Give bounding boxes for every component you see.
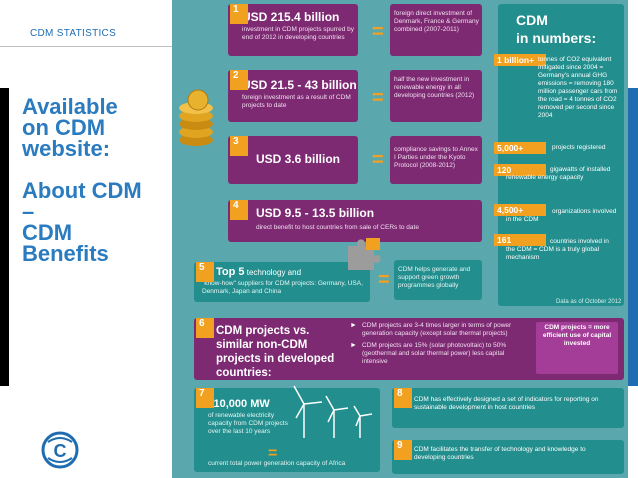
left-accent-bar — [0, 88, 9, 386]
panel-3-headline: USD 3.6 billion — [256, 152, 341, 166]
stat-panel-6: CDM projects vs. similar non-CDM project… — [194, 318, 624, 380]
panel-6-bullet-2: CDM projects are 15% (solar photovoltaic… — [362, 342, 507, 365]
stat-panel-3: USD 3.6 billion — [228, 136, 358, 184]
bullet-arrow-icon: ► — [350, 342, 357, 349]
right-accent-bar — [628, 88, 638, 386]
panel-1-sub: investment in CDM projects spurred by en… — [242, 26, 354, 41]
panel-9-number: 9 — [394, 440, 412, 460]
panel-2-right: half the new investment in renewable ene… — [394, 76, 475, 99]
stat-panel-2-right: half the new investment in renewable ene… — [390, 70, 482, 122]
puzzle-pieces-icon — [348, 238, 381, 270]
footnote: Data as of October 2012 — [556, 299, 622, 305]
panel-4-sub: direct benefit to host countries from sa… — [256, 224, 419, 231]
stat-value-3: 120 — [494, 164, 546, 176]
panel-3-right: compliance savings to Annex I Parties un… — [394, 146, 478, 169]
panel-5-sub: "know-how" suppliers for CDM projects: G… — [202, 280, 363, 295]
panel-2-sub: foreign investment as a result of CDM pr… — [242, 94, 351, 109]
numbers-title-2: in numbers: — [516, 30, 597, 46]
stat-value-2: 5,000+ — [494, 142, 546, 154]
panel-5-number: 5 — [196, 262, 214, 282]
panel-1-right: foreign direct investment of Denmark, Fr… — [394, 10, 479, 33]
stat-value-4: 4,500+ — [494, 204, 546, 216]
stat-panel-9: CDM facilitates the transfer of technolo… — [392, 440, 624, 474]
stat-value-1: 1 billion+ — [494, 54, 546, 66]
coins-icon — [179, 89, 213, 146]
panel-6-headline: CDM projects vs. similar non-CDM project… — [216, 325, 335, 379]
panel-1-headline: USD 215.4 billion — [242, 10, 340, 24]
panel-8-text: CDM has effectively designed a set of in… — [414, 396, 599, 411]
panel-8-number: 8 — [394, 388, 412, 408]
svg-text:C: C — [54, 441, 67, 461]
bullet-arrow-icon: ► — [350, 322, 357, 329]
stat-value-5: 161 — [494, 234, 546, 246]
stat-panel-2: USD 21.5 - 43 billion foreign investment… — [228, 70, 358, 122]
panel-7-headline: 110,000 MW — [208, 398, 270, 410]
slide-title: Available on CDM website: About CDM – CD… — [22, 94, 142, 266]
panel-3-number: 3 — [230, 136, 248, 156]
stat-panel-8: CDM has effectively designed a set of in… — [392, 388, 624, 428]
numbers-title-1: CDM — [516, 12, 548, 28]
equals-1: = — [372, 21, 384, 43]
panel-9-text: CDM facilitates the transfer of technolo… — [414, 446, 586, 461]
stat-panel-4: USD 9.5 - 13.5 billion direct benefit to… — [228, 200, 482, 242]
stat-label-4: organizations involved in the CDM — [506, 208, 617, 223]
stat-panel-5-right: CDM helps generate and support green gro… — [394, 260, 482, 300]
panel-4-headline: USD 9.5 - 13.5 billion — [256, 206, 375, 220]
stat-label-2: projects registered — [552, 144, 606, 151]
panel-7-bottom: current total power generation capacity … — [208, 460, 346, 467]
equals-2: = — [372, 87, 384, 109]
unfccc-logo-icon: C — [41, 431, 79, 469]
stat-panel-1: USD 215.4 billion investment in CDM proj… — [228, 4, 358, 56]
panel-7-number: 7 — [196, 388, 214, 408]
panel-6-number: 6 — [196, 318, 214, 338]
stat-panel-3-right: compliance savings to Annex I Parties un… — [390, 136, 482, 184]
stat-panel-7: 110,000 MW of renewable electricity capa… — [194, 388, 380, 472]
panel-4-number: 4 — [230, 200, 248, 220]
stat-panel-5: Top 5 technology and "know-how" supplier… — [194, 262, 370, 302]
panel-6-badge: CDM projects = more efficient use of cap… — [542, 324, 612, 347]
panel-5-headline-rest: technology and — [246, 268, 302, 277]
panel-2-number: 2 — [230, 70, 248, 90]
equals-5: = — [378, 269, 390, 291]
panel-5-headline: Top 5 — [216, 266, 245, 278]
panel-1-number: 1 — [230, 4, 248, 24]
stat-label-5: countries involved in the CDM = CDM is a… — [506, 238, 609, 261]
stat-label-1: tonnes of CO2 equivalent mitigated since… — [538, 56, 618, 119]
divider — [0, 46, 172, 47]
infographic: USD 215.4 billion investment in CDM proj… — [172, 0, 628, 478]
equals-3: = — [372, 149, 384, 171]
stat-panel-1-right: foreign direct investment of Denmark, Fr… — [390, 4, 482, 56]
section-label: CDM STATISTICS — [30, 28, 117, 39]
wind-turbine-icon — [293, 385, 373, 438]
panel-7-sub: of renewable electricity capacity from C… — [208, 412, 288, 435]
stat-label-3: gigawatts of installed renewable energy … — [506, 166, 611, 181]
panel-6-bullet-1: CDM projects are 3-4 times larger in ter… — [362, 322, 512, 337]
panel-2-headline: USD 21.5 - 43 billion — [242, 78, 357, 92]
panel-5-right: CDM helps generate and support green gro… — [398, 266, 471, 289]
equals-7: = — [268, 445, 278, 462]
